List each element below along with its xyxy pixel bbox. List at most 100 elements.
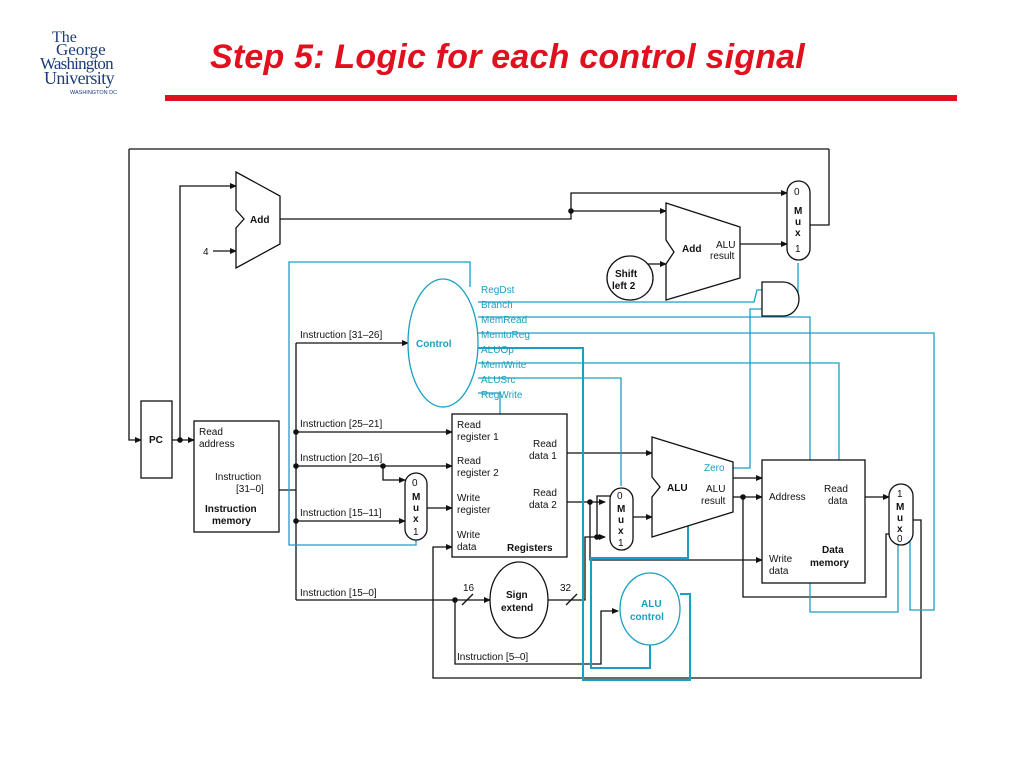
svg-text:Read: Read <box>533 488 557 499</box>
svg-text:0: 0 <box>412 478 418 489</box>
mux-memtoreg: 1 M u x 0 <box>888 483 914 546</box>
svg-text:Read: Read <box>533 439 557 450</box>
svg-text:extend: extend <box>501 603 533 614</box>
svg-text:result: result <box>701 496 726 507</box>
field-15-0: Instruction [15–0] <box>300 588 377 599</box>
svg-text:1: 1 <box>795 244 801 255</box>
svg-text:ALU: ALU <box>716 240 735 251</box>
svg-text:u: u <box>618 515 624 526</box>
control-wires <box>288 261 935 681</box>
gwu-logo: The George Washington University WASHING… <box>40 29 117 96</box>
svg-text:u: u <box>897 513 903 524</box>
field-20-16: Instruction [20–16] <box>300 453 382 464</box>
svg-text:register 1: register 1 <box>457 432 499 443</box>
svg-text:Registers: Registers <box>507 543 553 554</box>
svg-text:Sign: Sign <box>506 590 528 601</box>
svg-text:1: 1 <box>897 489 903 500</box>
svg-text:memory: memory <box>810 558 849 569</box>
field-5-0: Instruction [5–0] <box>457 652 528 663</box>
svg-text:Write: Write <box>457 493 481 504</box>
sign-extend: Sign extend 16 32 <box>463 561 572 639</box>
junction-dots <box>177 208 746 603</box>
svg-text:[31–0]: [31–0] <box>236 484 264 495</box>
svg-text:32: 32 <box>560 583 572 594</box>
svg-text:x: x <box>795 228 801 239</box>
alu: ALU Zero ALU result <box>651 436 734 538</box>
svg-text:16: 16 <box>463 583 475 594</box>
field-15-11: Instruction [15–11] <box>300 508 382 519</box>
signal-regdst: RegDst <box>481 285 515 296</box>
alu-control: ALU control <box>619 572 681 646</box>
svg-text:Read: Read <box>199 427 223 438</box>
svg-text:ALU: ALU <box>667 483 688 494</box>
shift-left-2: Shift left 2 <box>606 255 654 301</box>
svg-text:x: x <box>618 526 624 537</box>
field-25-21: Instruction [25–21] <box>300 419 382 430</box>
svg-text:1: 1 <box>413 527 419 538</box>
svg-text:ALU: ALU <box>706 484 725 495</box>
control-label: Control <box>416 339 452 350</box>
logo-line-5: WASHINGTON DC <box>70 90 117 96</box>
svg-text:M: M <box>896 502 904 513</box>
svg-text:data 2: data 2 <box>529 500 557 511</box>
branch-adder: Add ALU result <box>665 202 741 301</box>
svg-text:Read: Read <box>457 420 481 431</box>
signal-branch: Branch <box>481 300 513 311</box>
signal-memtoreg: MemtoReg <box>481 330 530 341</box>
svg-text:0: 0 <box>794 187 800 198</box>
svg-text:Read: Read <box>457 456 481 467</box>
svg-text:Write: Write <box>769 554 793 565</box>
logo-line-3: Washington <box>40 54 114 73</box>
logo-line-1: The <box>52 29 77 46</box>
svg-text:Address: Address <box>769 492 806 503</box>
svg-text:register 2: register 2 <box>457 468 499 479</box>
svg-text:Data: Data <box>822 545 844 556</box>
pc-adder-label: Add <box>250 215 269 226</box>
logo-line-2: George <box>56 40 106 59</box>
svg-text:Read: Read <box>824 484 848 495</box>
signal-memwrite: MemWrite <box>481 360 527 371</box>
logo-line-4: University <box>44 68 115 88</box>
svg-text:data 1: data 1 <box>529 451 557 462</box>
slide-title: Step 5: Logic for each control signal <box>210 38 805 76</box>
mux-pc: 0 M u x 1 <box>786 180 811 261</box>
field-31-26: Instruction [31–26] <box>300 330 382 341</box>
datapath-wires <box>128 148 922 679</box>
svg-text:0: 0 <box>617 491 623 502</box>
mux-regdst: 0 M u x 1 <box>404 472 428 541</box>
svg-text:Shift: Shift <box>615 269 638 280</box>
svg-text:memory: memory <box>212 516 251 527</box>
signal-alusrc: ALUSrc <box>481 375 515 386</box>
svg-text:u: u <box>795 217 801 228</box>
svg-text:data: data <box>769 566 789 577</box>
svg-text:register: register <box>457 505 491 516</box>
svg-text:M: M <box>617 504 625 515</box>
svg-text:x: x <box>413 514 419 525</box>
svg-text:u: u <box>413 503 419 514</box>
alu-zero-label: Zero <box>704 463 725 474</box>
svg-text:M: M <box>412 492 420 503</box>
svg-text:1: 1 <box>618 538 624 549</box>
data-memory: Address Read data Write data Data memory <box>761 459 866 584</box>
svg-text:result: result <box>710 251 735 262</box>
signal-regwrite: RegWrite <box>481 390 523 401</box>
and-gate <box>761 281 800 317</box>
instruction-field-labels: Instruction [31–26] Instruction [25–21] … <box>300 330 528 663</box>
svg-text:left 2: left 2 <box>612 281 636 292</box>
svg-text:control: control <box>630 612 664 623</box>
control-signal-labels: RegDst Branch MemRead MemtoReg ALUOp Mem… <box>481 285 530 401</box>
pc-label: PC <box>149 435 163 446</box>
pc-register: PC <box>140 400 173 479</box>
svg-text:M: M <box>794 206 802 217</box>
svg-text:ALU: ALU <box>641 599 662 610</box>
svg-text:0: 0 <box>897 534 903 545</box>
register-file: Read register 1 Read register 2 Write re… <box>451 413 568 558</box>
svg-text:data: data <box>457 542 477 553</box>
constant-four: 4 <box>203 247 209 258</box>
svg-text:data: data <box>828 496 848 507</box>
svg-text:Instruction: Instruction <box>215 472 261 483</box>
svg-text:Write: Write <box>457 530 481 541</box>
signal-memread: MemRead <box>481 315 527 326</box>
svg-text:x: x <box>897 524 903 535</box>
